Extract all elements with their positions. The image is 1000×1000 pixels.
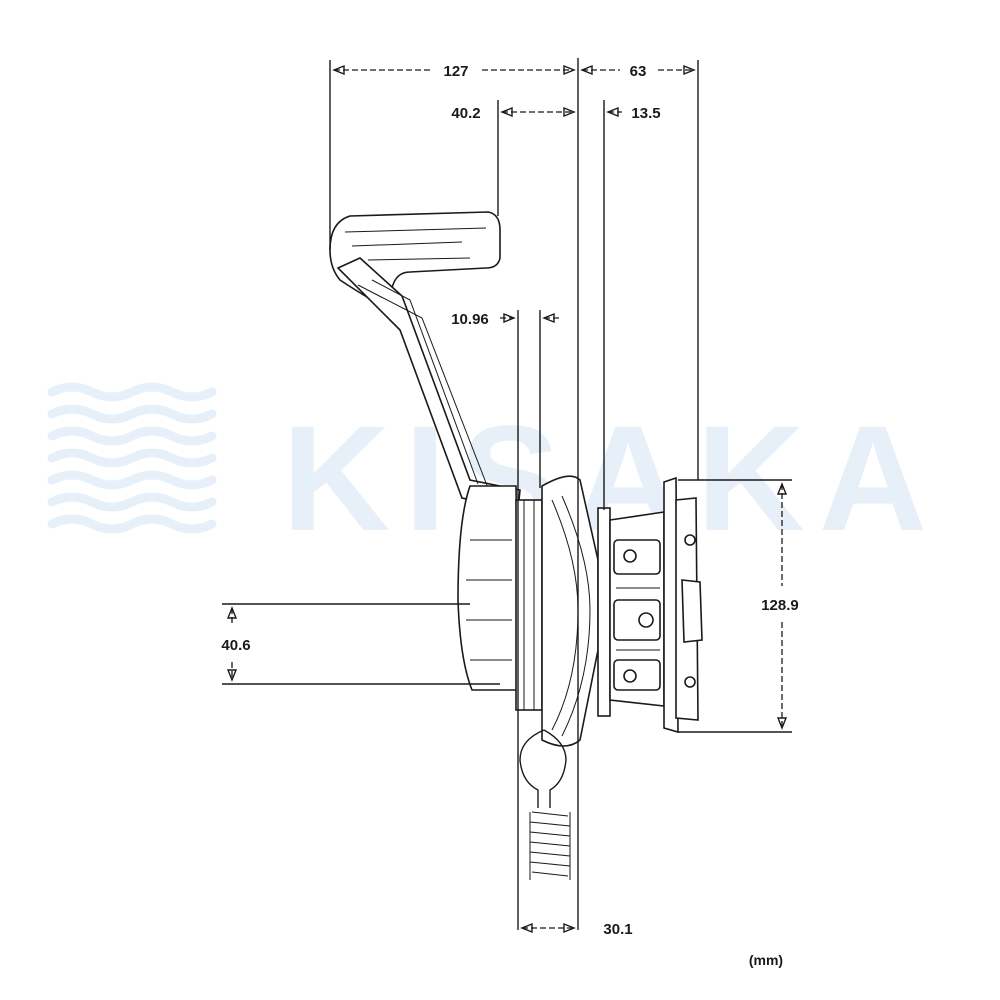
- dim-label-right-depth: 63: [630, 63, 647, 80]
- dim-label-body-height: 128.9: [761, 597, 799, 614]
- cable-spring: [529, 811, 571, 880]
- dimension-lines: [222, 58, 792, 934]
- units-label: (mm): [749, 952, 783, 968]
- dim-label-flange-offset: 13.5: [631, 105, 660, 122]
- mounting-flange: [597, 507, 611, 717]
- collar: [515, 499, 543, 711]
- dim-label-overall-length: 127: [443, 63, 468, 80]
- dim-label-shaft-gap: 10.96: [451, 311, 489, 328]
- cable-loop: [519, 729, 567, 808]
- handle-arm: [336, 257, 521, 511]
- lever-drawing: [329, 211, 703, 880]
- dim-label-handle-offset: 40.2: [451, 105, 480, 122]
- hub-boss: [457, 485, 519, 691]
- wave-icon: [47, 382, 217, 534]
- dim-label-cable-offset: 30.1: [603, 921, 632, 938]
- dim-label-hub-height: 40.6: [221, 637, 250, 654]
- handle-grip: [329, 211, 501, 301]
